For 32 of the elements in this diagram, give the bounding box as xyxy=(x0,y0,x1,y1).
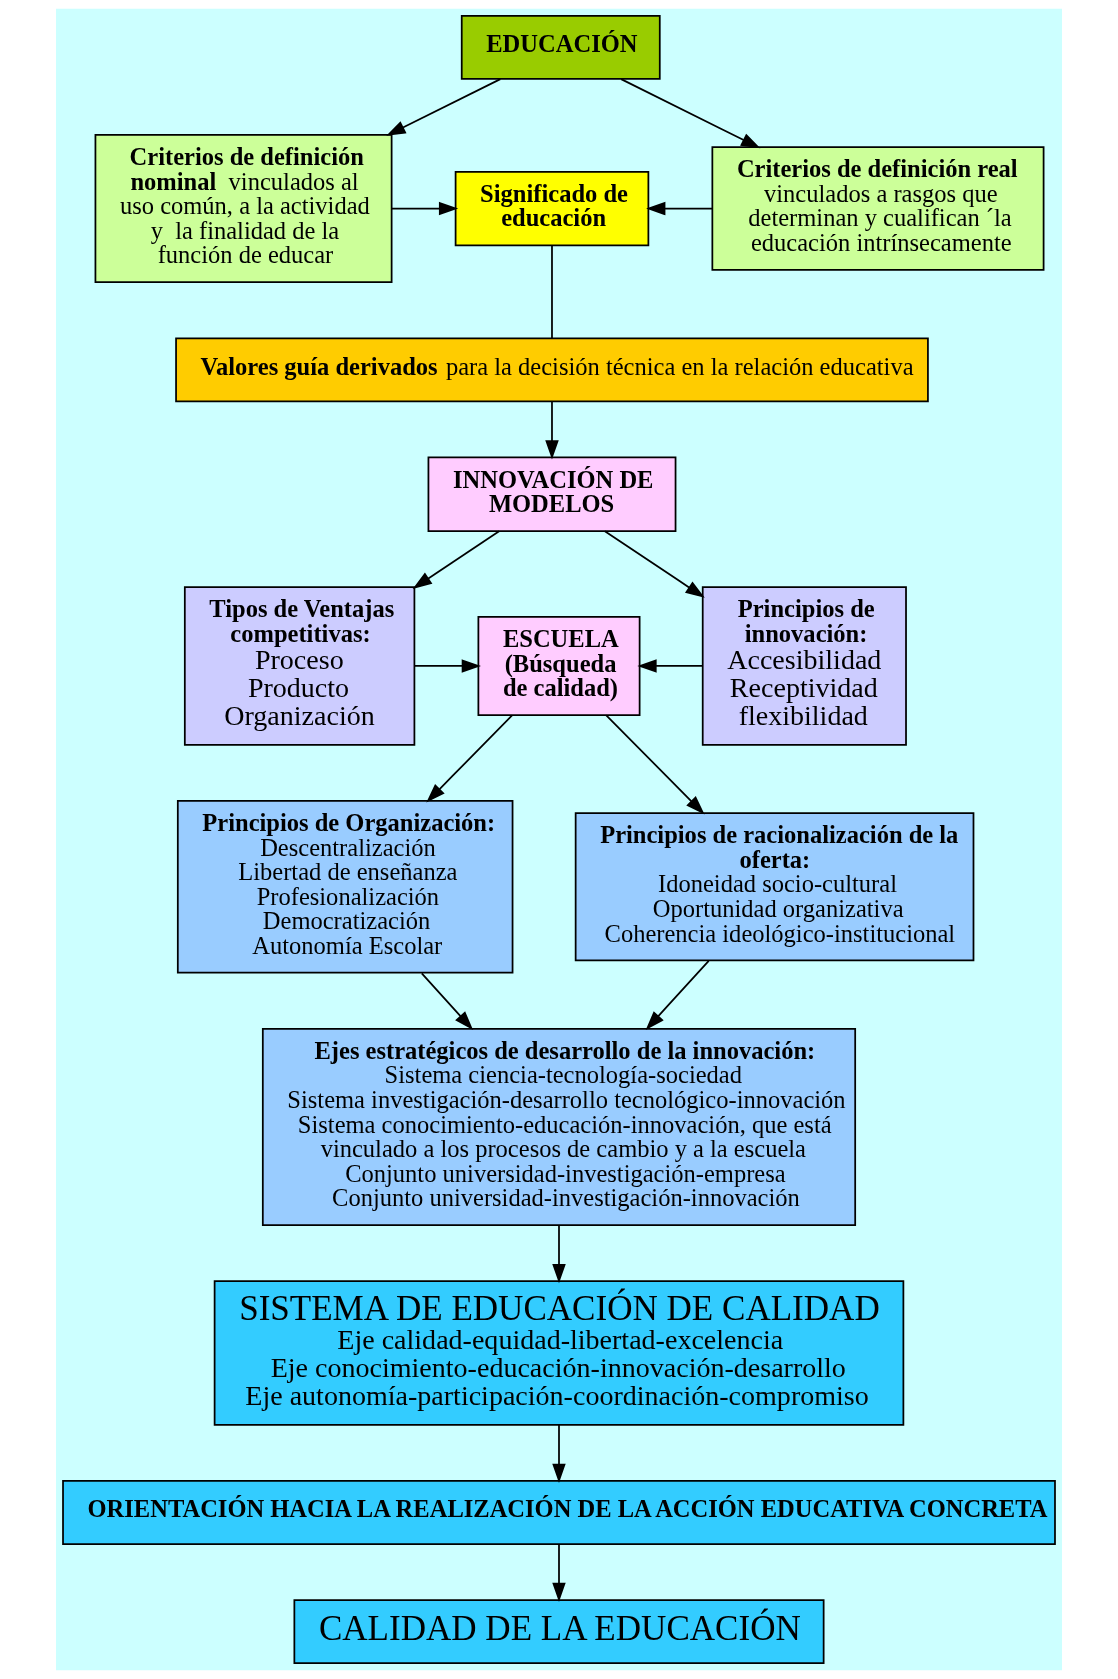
arrow xyxy=(386,78,502,136)
node-box: CALIDAD DE LA EDUCACIÓN xyxy=(293,1599,825,1665)
arrow xyxy=(552,1424,566,1483)
arrow xyxy=(645,959,710,1030)
node-box: Valores guía derivados para la decisión técnica en la relación educativa xyxy=(175,337,929,403)
arrow xyxy=(637,659,704,673)
arrow xyxy=(420,972,474,1031)
node-box: Ejes estratégicos de desarrollo de la innovación: Sistema ciencia-tecnología-sociedad Sistema investigación-desarrollo tecnológico-innovación Sistema conocimiento-educación-innovación, que está vinculado a los procesos de cambio y a la escuela Conjunto universidad-investigación-empresa Conjunto universidad-investigación-innovación xyxy=(261,1027,857,1226)
arrow xyxy=(413,659,481,673)
arrow xyxy=(426,714,513,803)
node-box: Principios de innovación: Accesibilidad Receptividad flexibilidad xyxy=(701,586,907,746)
arrow xyxy=(390,201,459,216)
arrow xyxy=(605,714,705,815)
node-box: Significado de educación xyxy=(454,170,650,247)
node-box: Tipos de Ventajas competitivas: Proceso Producto Organización xyxy=(183,586,416,746)
node-box: ORIENTACIÓN HACIA LA REALIZACIÓN DE LA ACCIÓN EDUCATIVA CONCRETA xyxy=(62,1480,1056,1545)
arrow xyxy=(412,530,500,589)
arrow xyxy=(604,530,705,598)
arrow xyxy=(552,1543,566,1602)
node-box: EDUCACIÓN xyxy=(460,14,661,80)
node-box: ESCUELA (Búsqueda de calidad) xyxy=(477,616,641,716)
node-box: SISTEMA DE EDUCACIÓN DE CALIDAD Eje calidad-equidad-libertad-excelencia Eje conocimiento-educación-innovación-desarrollo Eje autonomía-participación-coordinación-compromiso xyxy=(213,1280,905,1426)
node-box: Criterios de definición real vinculados a rasgos que determinan y cualifican ´la educación intrínsecamente xyxy=(711,146,1045,271)
node-box: Principios de Organización: Descentralización Libertad de enseñanza Profesionalización Democratización Autonomía Escolar xyxy=(176,800,514,974)
node-box: Principios de racionalización de la oferta: Idoneidad socio-cultural Oportunidad organizativa Coherencia ideológico-institucional xyxy=(574,812,975,962)
arrow xyxy=(620,78,761,149)
node-box: Criterios de definición nominal vinculados al uso común, a la actividad y la finalidad de la función de educar xyxy=(94,134,393,284)
node-box: INNOVACIÓN DE MODELOS xyxy=(427,456,677,532)
arrow xyxy=(552,1224,566,1284)
arrow xyxy=(545,400,559,460)
connector xyxy=(551,245,553,340)
arrow xyxy=(646,201,714,216)
